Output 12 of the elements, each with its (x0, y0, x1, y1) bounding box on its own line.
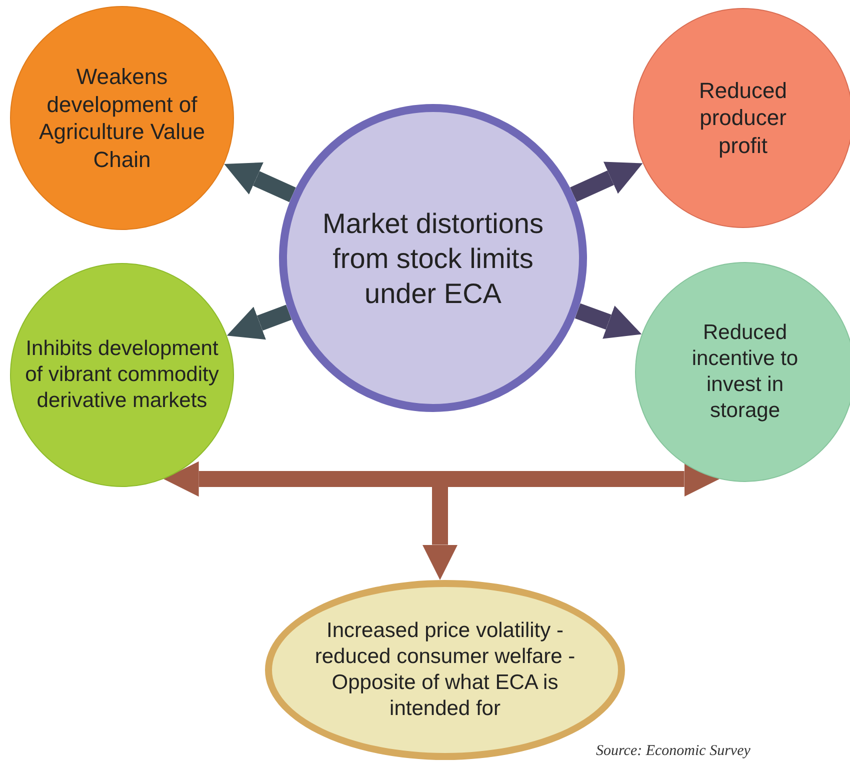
source-note: Source: Economic Survey (596, 742, 750, 761)
block-arrow (164, 461, 720, 497)
block-arrow (570, 162, 643, 202)
node-text: Market distortions from stock limits under ECA (322, 206, 544, 310)
node-text: Weakens development of Agriculture Value Chain (38, 63, 206, 173)
node-text: Reduced producer profit (698, 76, 788, 160)
block-arrow (574, 303, 642, 339)
node-text: Increased price volatility - reduced consumer welfare - Opposite of what ECA is intended for (314, 618, 576, 722)
block-arrow (226, 304, 292, 340)
node-text: Reduced incentive to invest in storage (690, 320, 800, 424)
block-arrow (224, 162, 296, 202)
node-text: Inhibits development of vibrant commodity derivative markets (24, 336, 220, 414)
